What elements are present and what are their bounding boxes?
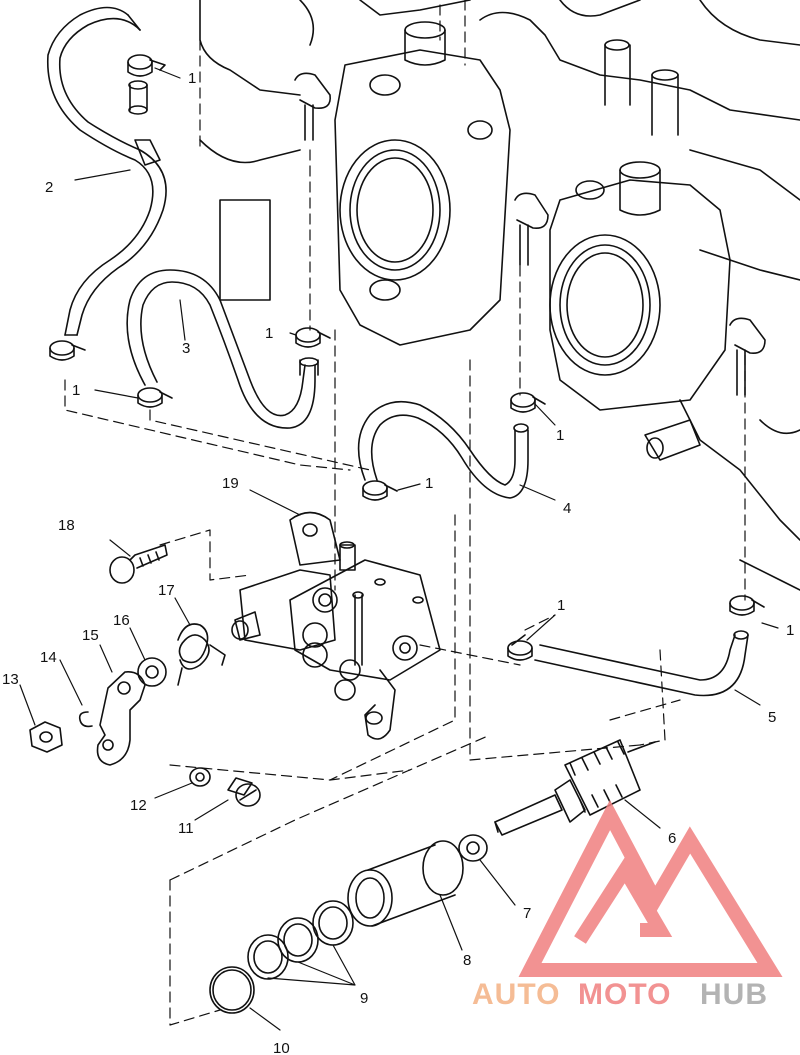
part-16-washer xyxy=(137,657,167,687)
part-9-seals xyxy=(247,900,354,980)
callout-3: 3 xyxy=(182,340,190,357)
callout-7: 7 xyxy=(523,905,531,922)
callout-4: 4 xyxy=(563,500,571,517)
callout-1: 1 xyxy=(786,622,794,639)
part-12-washer xyxy=(189,767,211,787)
clamp-a xyxy=(127,54,166,77)
clamp-c xyxy=(137,387,173,408)
callout-1: 1 xyxy=(72,382,80,399)
callout-13: 13 xyxy=(2,671,19,688)
part-7-washer xyxy=(458,834,488,862)
clamp-h xyxy=(729,595,765,616)
clamp-g xyxy=(507,634,533,661)
reference-lines xyxy=(64,0,746,1026)
callout-2: 2 xyxy=(45,179,53,196)
part-13-nut xyxy=(29,721,63,753)
leader-lines xyxy=(19,67,779,1031)
callout-1: 1 xyxy=(188,70,196,87)
callout-9: 9 xyxy=(360,990,368,1007)
hose-4 xyxy=(357,400,529,499)
part-6-gear-shaft xyxy=(494,739,656,836)
callout-1: 1 xyxy=(557,597,565,614)
watermark-text-moto: MOTO xyxy=(578,978,671,1011)
callout-12: 12 xyxy=(130,797,147,814)
callout-1: 1 xyxy=(556,427,564,444)
callout-11: 11 xyxy=(178,820,194,837)
hose-5 xyxy=(534,630,749,697)
part-18-bolt xyxy=(109,544,168,584)
clamps xyxy=(49,54,765,661)
part-14-clip xyxy=(78,711,93,728)
part-15-lever xyxy=(96,670,146,766)
callout-labels: 1 1 1 1 1 1 1 2 3 4 5 6 7 8 9 10 11 12 1… xyxy=(2,70,794,1055)
callout-8: 8 xyxy=(463,952,471,969)
callout-10: 10 xyxy=(273,1040,290,1055)
part-11-screw xyxy=(227,777,261,807)
callout-14: 14 xyxy=(40,649,57,666)
callout-16: 16 xyxy=(113,612,130,629)
watermark-logo: AUTO MOTO HUB xyxy=(472,799,783,1011)
logo-mark xyxy=(518,799,783,977)
engine-block xyxy=(199,0,800,591)
clamp-d xyxy=(295,327,331,348)
part-10-ring xyxy=(209,966,255,1014)
clamp-b xyxy=(49,340,86,361)
callout-17: 17 xyxy=(158,582,175,599)
hose-stubs xyxy=(128,80,319,376)
hose-3 xyxy=(126,269,316,429)
callout-18: 18 xyxy=(58,517,75,534)
callout-1: 1 xyxy=(265,325,273,342)
watermark-text-hub: HUB xyxy=(700,978,768,1011)
callout-1: 1 xyxy=(425,475,433,492)
oil-pump xyxy=(231,511,441,740)
part-8-sleeve xyxy=(347,840,464,927)
callout-19: 19 xyxy=(222,475,239,492)
callout-5: 5 xyxy=(768,709,776,726)
callout-6: 6 xyxy=(668,830,676,847)
clamp-f xyxy=(362,480,398,501)
clamp-e xyxy=(510,392,546,413)
part-17-spring xyxy=(177,623,226,686)
carb-fittings xyxy=(294,72,766,396)
hose-2 xyxy=(46,6,167,336)
callout-15: 15 xyxy=(82,627,99,644)
watermark-text-auto: AUTO xyxy=(472,978,560,1011)
